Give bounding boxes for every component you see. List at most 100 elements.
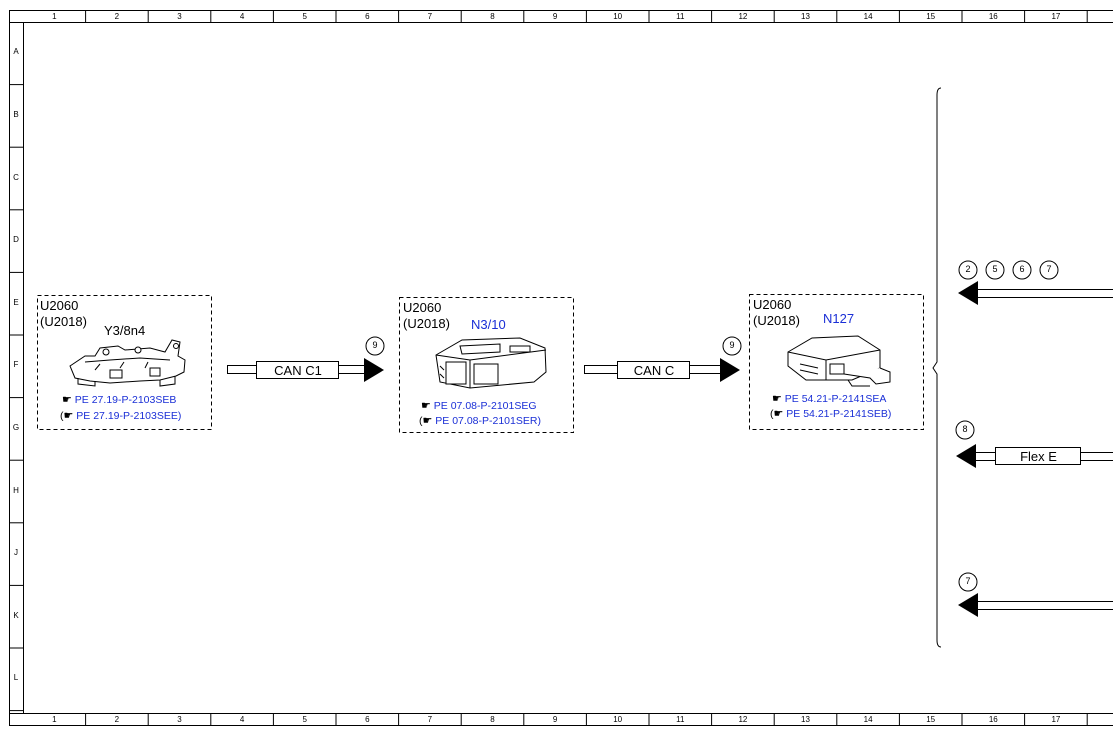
ruler-row-label: H: [13, 485, 19, 495]
ruler-column-label: 17: [1051, 12, 1061, 21]
ruler-column-label: 9: [552, 715, 558, 724]
bus-label-flex-e: Flex E: [1020, 449, 1057, 464]
ruler-row-label: F: [13, 360, 19, 370]
pointing-hand-icon: ☛: [422, 415, 433, 427]
sheet-frame: [9, 10, 1113, 726]
pointing-hand-icon: ☛: [421, 400, 431, 412]
arrow-right-can-c1: [364, 358, 384, 382]
ruler-row-label: B: [13, 109, 19, 119]
bus-label-box-can-c1: [256, 361, 339, 379]
ruler-column-label: 1: [52, 715, 57, 724]
bus-line-bottom-right: [975, 601, 1113, 610]
y3-8n4-component-drawing: [69, 339, 186, 387]
ruler-column-label: 16: [988, 12, 998, 21]
ruler-column-label: 13: [801, 715, 810, 724]
ruler-column-label: 14: [863, 12, 873, 21]
ruler-column-label: 10: [613, 715, 623, 724]
ruler-column-label: 4: [239, 715, 245, 724]
ruler-column-label: 14: [863, 715, 873, 724]
module-alt-code-n3-10: (U2018): [403, 316, 450, 331]
ruler-column-label: 17: [1051, 715, 1061, 724]
marker-number-bottom-right: 7: [965, 576, 971, 586]
marker-circle-bottom-right: [958, 572, 978, 592]
ruler-column-label: 1: [52, 12, 57, 21]
ruler-column-label: 8: [490, 12, 495, 21]
arrow-left-top-right: [958, 281, 978, 305]
marker-number-can-c1: 9: [372, 340, 378, 350]
reference-link[interactable]: (☛ PE 54.21-P-2141SEB): [770, 408, 892, 420]
ruler-row-label: E: [13, 297, 19, 307]
right-brace: [932, 87, 942, 648]
pointing-hand-icon: ☛: [63, 410, 74, 422]
ruler-column-label: 3: [177, 715, 182, 724]
ruler-column-label: 11: [676, 12, 685, 21]
ruler-column-label: 2: [114, 12, 120, 21]
marker-circle-top-right-3: [1012, 260, 1032, 280]
bus-label-box-flex-e: [995, 447, 1081, 465]
ruler-column-label: 4: [239, 12, 245, 21]
ruler-row-label: L: [13, 673, 19, 683]
ruler-column-label: 9: [552, 12, 558, 21]
ruler-row-label: D: [13, 235, 19, 245]
ruler-column-label: 7: [427, 12, 433, 21]
reference-link[interactable]: (☛ PE 27.19-P-2103SEE): [60, 410, 182, 422]
marker-number-top-right-3: 6: [1019, 264, 1025, 274]
reference-link[interactable]: ☛ PE 27.19-P-2103SEB: [62, 394, 177, 406]
arrow-left-flex-e: [956, 444, 976, 468]
bus-line-top-right: [975, 289, 1113, 298]
ruler-row-label: J: [14, 548, 18, 558]
marker-number-top-right-2: 5: [992, 264, 998, 274]
module-name-n3-10: N3/10: [471, 317, 506, 332]
ruler-column-label: 15: [926, 715, 936, 724]
module-name-n127: N127: [823, 311, 855, 326]
marker-number-flex-e: 8: [962, 424, 968, 434]
marker-circle-top-right-1: [958, 260, 978, 280]
marker-number-top-right-1: 2: [965, 264, 971, 274]
module-alt-code-y3-8n4: (U2018): [40, 314, 87, 329]
ruler-column-label: 12: [738, 12, 748, 21]
reference-link[interactable]: ☛ PE 54.21-P-2141SEA: [772, 393, 887, 405]
module-code-y3-8n4: U2060: [40, 298, 79, 313]
reference-link[interactable]: ☛ PE 07.08-P-2101SEG: [421, 400, 537, 412]
module-code-n3-10: U2060: [403, 300, 442, 315]
module-frame-n3-10: [399, 297, 574, 433]
pointing-hand-icon: ☛: [62, 394, 72, 406]
marker-circle-top-right-4: [1039, 260, 1059, 280]
module-alt-code-n127: (U2018): [753, 313, 800, 328]
ruler-ticks: [9, 10, 1088, 726]
ruler-column-label: 10: [613, 12, 623, 21]
reference-link[interactable]: (☛ PE 07.08-P-2101SER): [419, 415, 541, 427]
module-frame-n127: [749, 294, 924, 430]
ruler-column-label: 3: [177, 12, 182, 21]
ruler-column-label: 5: [302, 715, 307, 724]
ruler-column-label: 2: [114, 715, 120, 724]
n3-10-component-drawing: [435, 337, 547, 389]
marker-circle-can-c: [722, 336, 742, 356]
ruler-column-label: 12: [738, 715, 748, 724]
ruler-column-label: 15: [926, 12, 936, 21]
ruler-column-label: 13: [801, 12, 810, 21]
bus-label-box-can-c: [617, 361, 690, 379]
marker-circle-flex-e: [955, 420, 975, 440]
marker-circle-can-c1: [365, 336, 385, 356]
pointing-hand-icon: ☛: [773, 408, 784, 420]
ruler-column-label: 5: [302, 12, 307, 21]
marker-number-top-right-4: 7: [1046, 264, 1052, 274]
module-name-y3-8n4: Y3/8n4: [104, 323, 146, 338]
ruler-column-label: 16: [988, 715, 998, 724]
ruler-column-label: 8: [490, 715, 495, 724]
bus-label-can-c: CAN C: [633, 363, 675, 378]
module-frame-y3-8n4: [37, 295, 212, 430]
marker-circle-top-right-2: [985, 260, 1005, 280]
module-code-n127: U2060: [753, 297, 792, 312]
ruler-row-label: K: [13, 610, 19, 620]
arrow-right-can-c: [720, 358, 740, 382]
ruler-row-label: C: [13, 172, 19, 182]
n127-component-drawing: [787, 335, 891, 387]
ruler-row-label: A: [13, 47, 19, 57]
marker-number-can-c: 9: [729, 340, 735, 350]
pointing-hand-icon: ☛: [772, 393, 782, 405]
ruler-column-label: 7: [427, 715, 433, 724]
ruler-column-label: 6: [365, 715, 370, 724]
